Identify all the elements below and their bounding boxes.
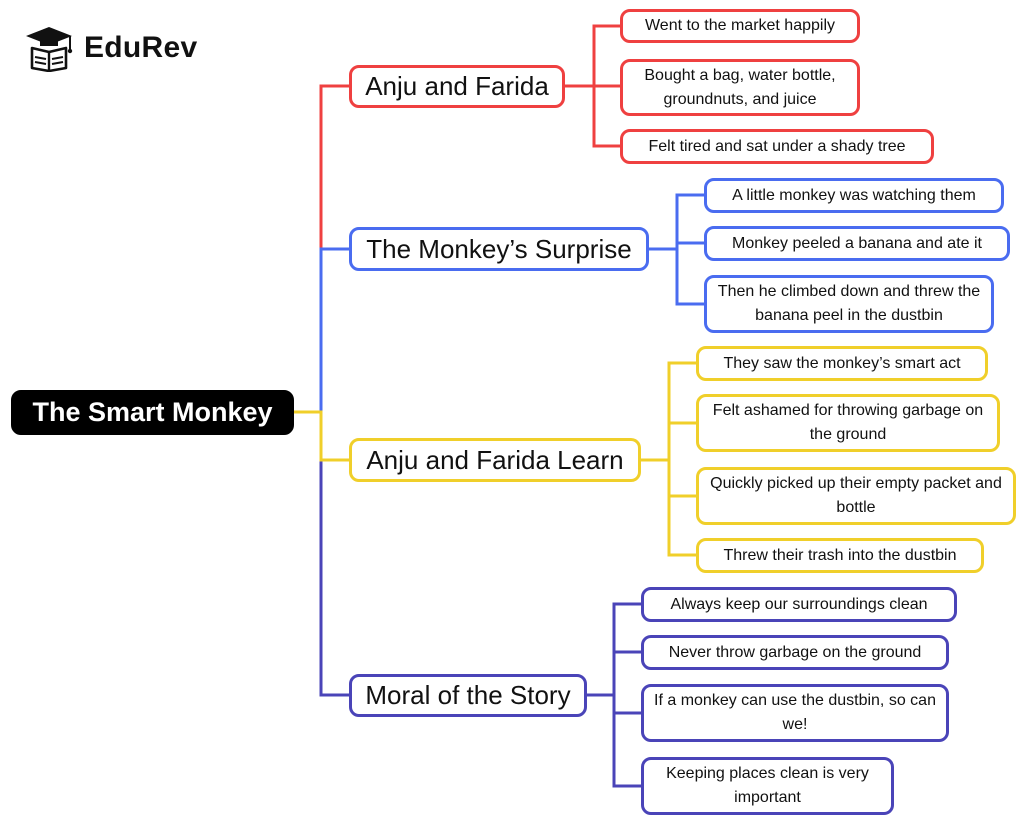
leaf-node: Then he climbed down and threw the banan…	[704, 275, 994, 333]
branch-anju-and-farida: Anju and Farida	[349, 65, 565, 108]
leaf-label: If a monkey can use the dustbin, so can …	[654, 692, 936, 733]
leaf-label: Bought a bag, water bottle, groundnuts, …	[644, 66, 836, 108]
root-node: The Smart Monkey	[11, 390, 294, 435]
branch-moral-of-the-story: Moral of the Story	[349, 674, 587, 717]
leaf-label: Felt tired and sat under a shady tree	[648, 137, 906, 155]
leaf-node: A little monkey was watching them	[704, 178, 1004, 213]
edurev-logo: EduRev	[22, 24, 198, 72]
leaf-node: Went to the market happily	[620, 9, 860, 43]
branch-label: Anju and Farida	[365, 71, 549, 101]
leaf-label: Felt ashamed for throwing garbage on the…	[712, 402, 984, 443]
leaf-node: Never throw garbage on the ground	[641, 635, 949, 670]
root-label: The Smart Monkey	[32, 397, 273, 427]
leaf-node: Always keep our surroundings clean	[641, 587, 957, 622]
leaf-label: A little monkey was watching them	[732, 186, 976, 204]
leaf-label: Keeping places clean is very important	[666, 765, 869, 806]
leaf-node: Quickly picked up their empty packet and…	[696, 467, 1016, 525]
leaf-node: Keeping places clean is very important	[641, 757, 894, 815]
leaf-node: Threw their trash into the dustbin	[696, 538, 984, 573]
leaf-label: Quickly picked up their empty packet and…	[710, 475, 1002, 516]
leaf-label: They saw the monkey’s smart act	[723, 354, 961, 372]
leaf-node: Monkey peeled a banana and ate it	[704, 226, 1010, 261]
leaf-label: Never throw garbage on the ground	[668, 643, 922, 661]
leaf-node: They saw the monkey’s smart act	[696, 346, 988, 381]
branch-label: Moral of the Story	[365, 680, 571, 710]
branch-the-monkeys-surprise: The Monkey’s Surprise	[349, 227, 649, 271]
brand-name: EduRev	[84, 31, 198, 64]
branch-label: Anju and Farida Learn	[366, 444, 624, 475]
branch-anju-and-farida-learn: Anju and Farida Learn	[349, 438, 641, 482]
leaf-label: Went to the market happily	[644, 17, 836, 34]
leaf-label: Always keep our surroundings clean	[670, 595, 928, 613]
leaf-node: Felt tired and sat under a shady tree	[620, 129, 934, 164]
leaf-label: Monkey peeled a banana and ate it	[732, 234, 982, 252]
leaf-node: Bought a bag, water bottle, groundnuts, …	[620, 59, 860, 116]
leaf-label: Threw their trash into the dustbin	[723, 546, 957, 564]
graduation-cap-book-icon	[26, 27, 73, 72]
leaf-node: Felt ashamed for throwing garbage on the…	[696, 394, 1000, 452]
branch-label: The Monkey’s Surprise	[366, 233, 632, 264]
leaf-node: If a monkey can use the dustbin, so can …	[641, 684, 949, 742]
leaf-label: Then he climbed down and threw the banan…	[717, 283, 981, 324]
